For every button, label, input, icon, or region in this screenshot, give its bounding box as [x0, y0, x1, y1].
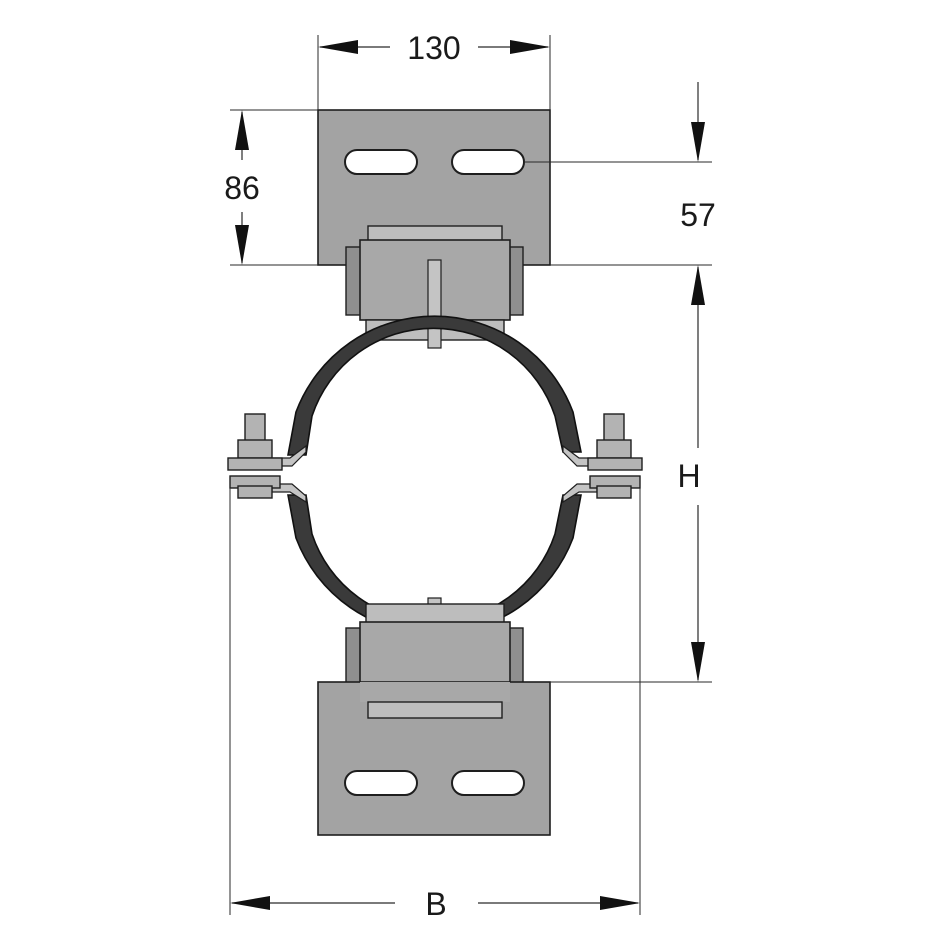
bottom-slot-left [344, 770, 418, 796]
upper-ring-band [287, 315, 582, 456]
dimension-130: 130 [317, 30, 551, 110]
right-bolt-assembly [562, 413, 643, 504]
top-slot-left [344, 149, 418, 175]
dimension-57: 57 [524, 82, 716, 266]
dimension-label-86: 86 [224, 170, 260, 206]
bottom-mounting-plate [317, 681, 551, 836]
dimension-H: H [550, 265, 712, 683]
dimension-label-57: 57 [680, 197, 716, 233]
top-slot-right [451, 149, 525, 175]
bottom-slot-right [451, 770, 525, 796]
dimension-label-130: 130 [407, 30, 460, 66]
dimension-B: B [229, 488, 641, 922]
dimension-label-H: H [677, 458, 700, 494]
left-bolt-assembly [227, 413, 307, 504]
dimension-label-B: B [425, 886, 446, 922]
dimension-86: 86 [224, 109, 318, 266]
